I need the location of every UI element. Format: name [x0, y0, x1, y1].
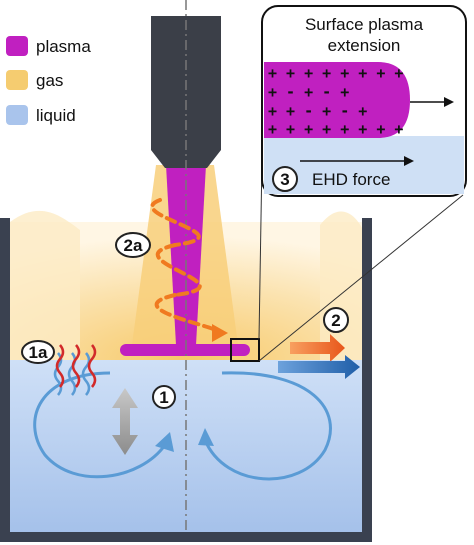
- ehd-arrowhead-icon: [404, 156, 414, 166]
- charge-row-4: + + + + + + + +: [268, 120, 403, 138]
- marker-2a: 2a: [115, 232, 151, 258]
- right-arrow-icon: [278, 334, 360, 379]
- charge-row-1: + + + + + + + +: [268, 64, 403, 82]
- connector-line-top: [258, 157, 263, 340]
- electrode-nozzle: [151, 16, 221, 168]
- circulation-right: [203, 371, 332, 481]
- circulation-left-arrowhead-icon: [155, 432, 174, 452]
- charge-row-2: + - + - +: [268, 83, 349, 101]
- marker-1a: 1a: [21, 340, 55, 364]
- surface-highlight-box: [230, 338, 260, 362]
- legend-item-liquid: liquid: [6, 105, 76, 125]
- marker-1-label: 1: [159, 388, 168, 407]
- inset-title-line2: extension: [328, 36, 401, 55]
- marker-3: [272, 166, 298, 192]
- ehd-force-label: EHD force: [312, 170, 390, 189]
- inset-title-line1: Surface plasma: [305, 15, 424, 34]
- marker-3-label: 3: [280, 170, 289, 189]
- legend: plasma gas liquid: [6, 36, 91, 125]
- up-down-arrow-icon: [112, 388, 138, 455]
- legend-item-gas: gas: [6, 70, 63, 90]
- legend-label-gas: gas: [36, 71, 63, 90]
- connector-line-bottom: [258, 194, 464, 362]
- inset-panel: Surface plasma extension + + + + + + + +…: [261, 5, 467, 197]
- blob-arrowhead-icon: [444, 97, 454, 107]
- surface-plasma-blob: [264, 62, 410, 138]
- legend-label-plasma: plasma: [36, 37, 91, 56]
- marker-1a-label: 1a: [29, 343, 48, 362]
- vessel: [0, 218, 372, 542]
- marker-2-label: 2: [331, 311, 340, 330]
- charge-row-3: + + - + - +: [268, 102, 367, 120]
- wavy-arrows-icon: [53, 344, 97, 396]
- marker-1: 1: [152, 385, 176, 409]
- marker-2a-label: 2a: [124, 236, 143, 255]
- legend-item-plasma: plasma: [6, 36, 91, 56]
- marker-2: 2: [323, 307, 349, 333]
- helix-arrowhead-icon: [212, 324, 228, 342]
- legend-label-liquid: liquid: [36, 106, 76, 125]
- circulation-right-arrowhead-icon: [198, 428, 214, 446]
